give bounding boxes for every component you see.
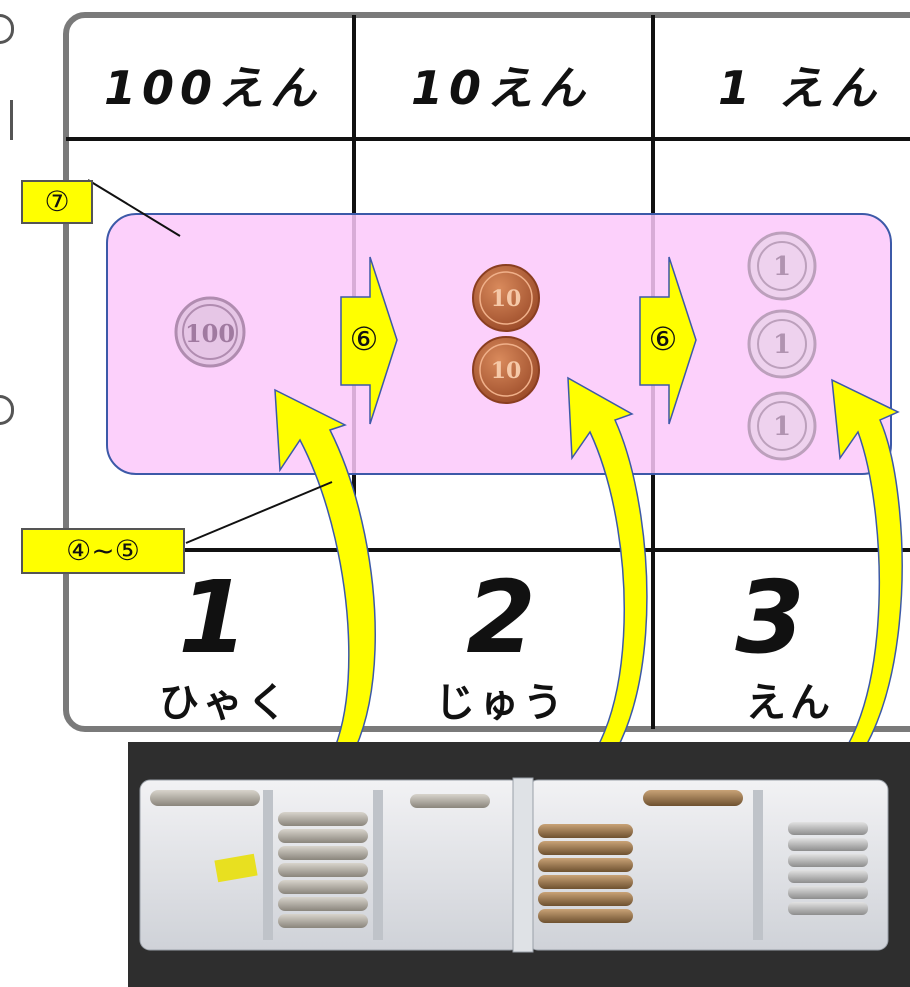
label-step-4-5: ④~⑤ — [21, 528, 185, 574]
coin-1-yen-1: 1 — [747, 231, 817, 301]
pointer-line-7 — [87, 179, 181, 237]
curved-arrow-10 — [557, 376, 648, 807]
tray-stack-100 — [278, 812, 368, 928]
coin-1-text-3: 1 — [773, 412, 791, 442]
reading-ones: えん — [746, 680, 834, 726]
header-1-yen: 1 えん — [717, 61, 883, 115]
curved-arrow-1 — [807, 378, 903, 802]
coin-tray-photo — [128, 742, 910, 987]
edge-fragment-mid — [0, 100, 13, 140]
label-step-6-a: ⑥ — [349, 320, 379, 358]
coin-1-yen-3: 1 — [747, 391, 817, 461]
header-divider — [66, 137, 910, 141]
digit-tens: 2 — [466, 559, 536, 676]
coin-100-text: 100 — [185, 319, 235, 348]
digit-hundreds: 1 — [178, 559, 248, 676]
label-step-6-b: ⑥ — [648, 320, 678, 358]
pointer-line-4-5 — [185, 481, 333, 544]
coin-tray-illustration — [128, 742, 910, 987]
tray-stack-10 — [538, 824, 633, 923]
coin-100-yen: 100 — [174, 296, 246, 368]
coin-10-yen-bottom: 10 — [472, 336, 540, 404]
reading-tens: じゅう — [435, 680, 567, 726]
tray-stack-1 — [788, 822, 868, 915]
header-10-yen: 10えん — [410, 61, 591, 115]
footer-divider — [66, 548, 910, 552]
label-step-7: ⑦ — [21, 180, 93, 224]
coin-10-text-top: 10 — [491, 286, 522, 312]
coin-10-yen-top: 10 — [472, 264, 540, 332]
exchange-arrow-1 — [340, 256, 398, 425]
digit-ones: 3 — [735, 559, 805, 676]
coin-1-yen-2: 1 — [747, 309, 817, 379]
curved-arrow-100 — [274, 388, 376, 807]
coin-1-text-2: 1 — [773, 330, 791, 360]
header-100-yen: 100えん — [103, 61, 323, 115]
reading-hundreds: ひゃく — [159, 680, 291, 726]
coin-10-text-bottom: 10 — [491, 358, 522, 384]
exchange-arrow-2 — [639, 256, 697, 425]
coin-1-text-1: 1 — [773, 252, 791, 282]
